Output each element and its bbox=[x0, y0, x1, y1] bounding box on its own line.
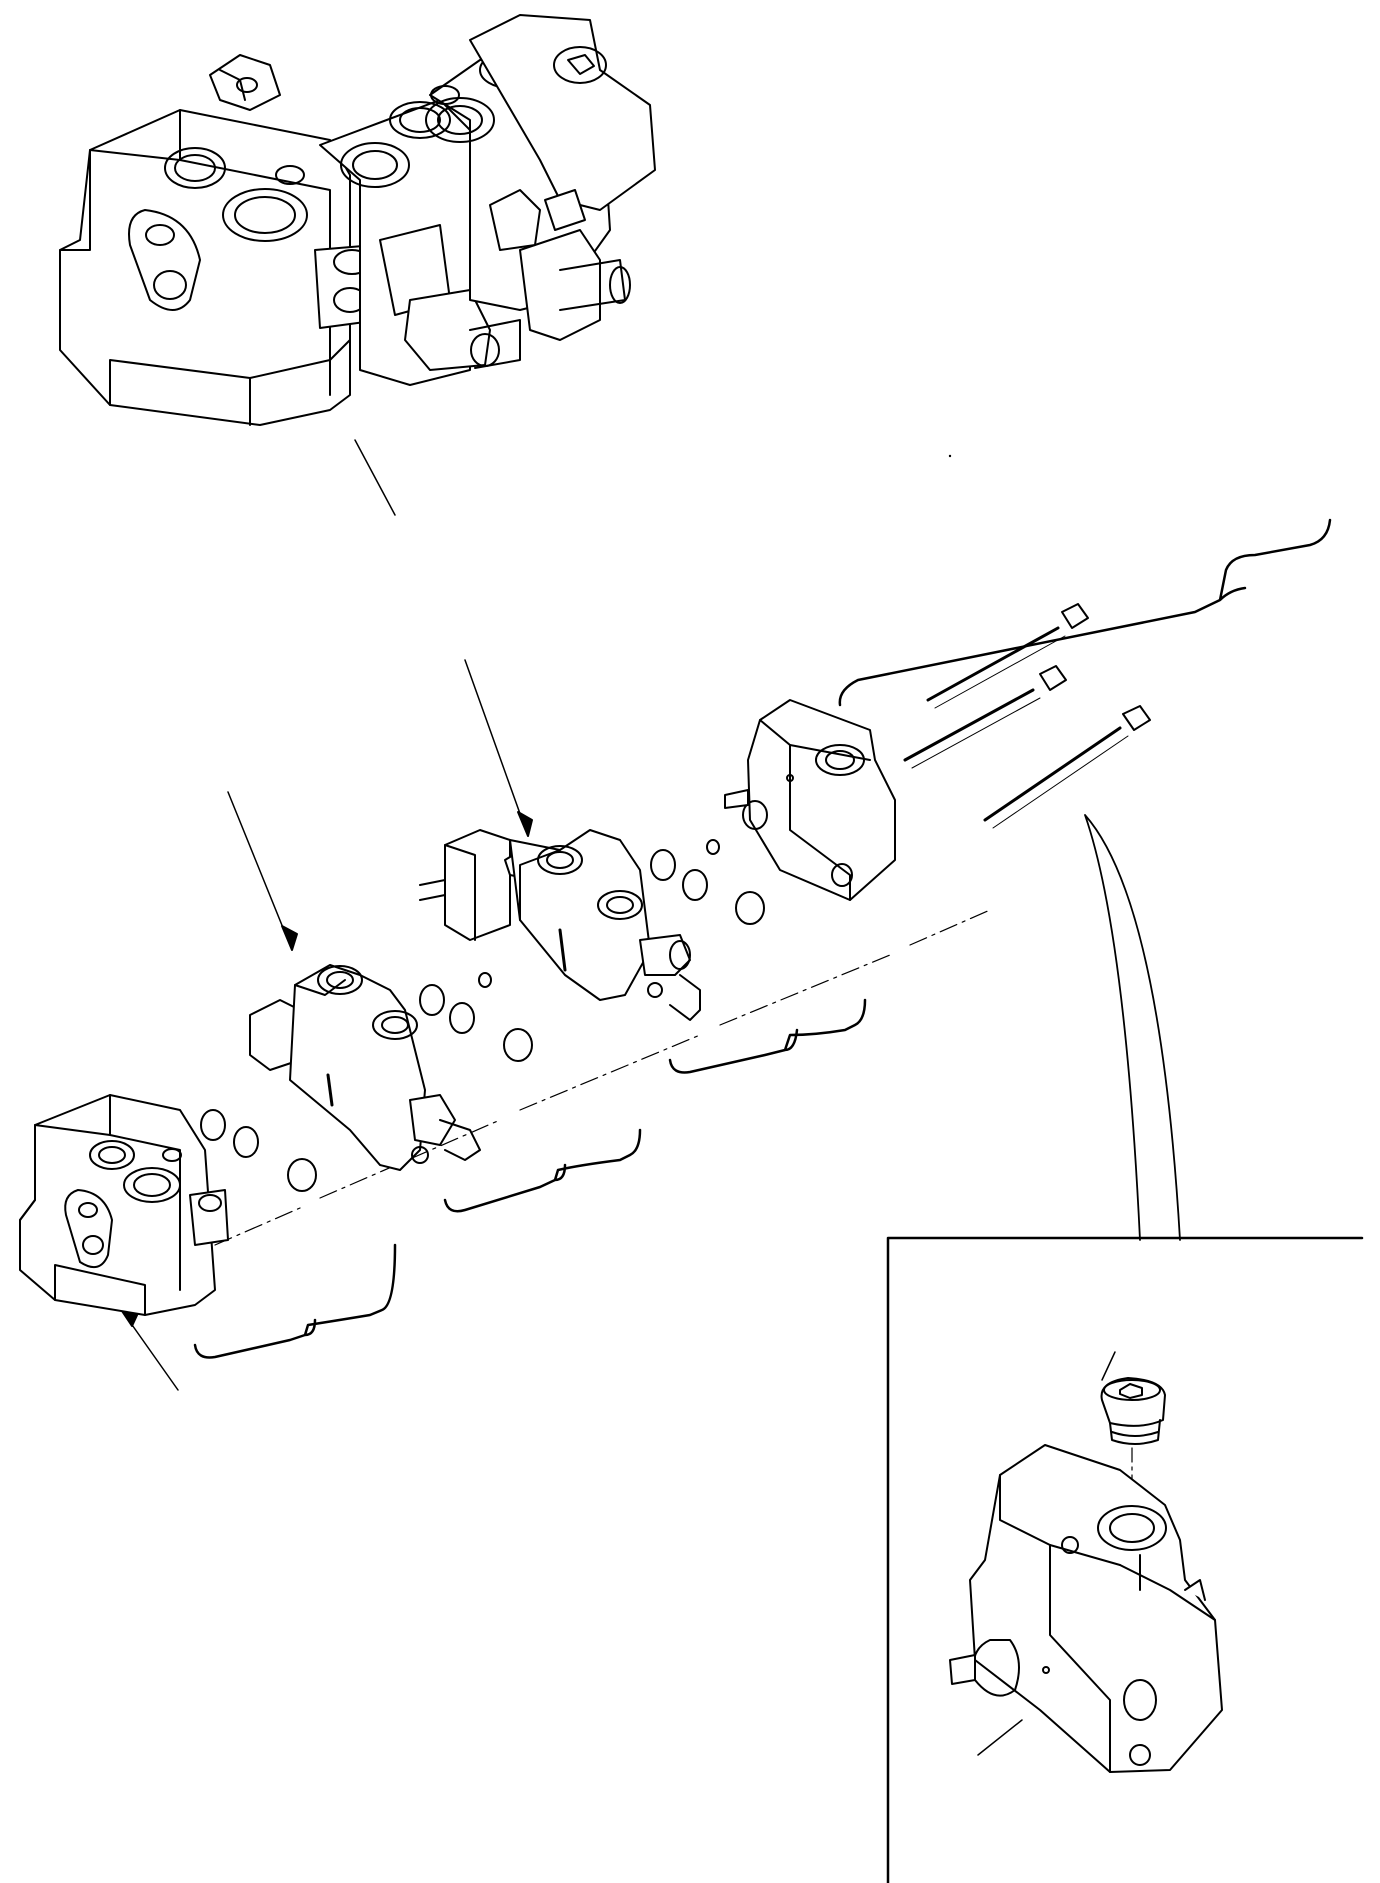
tie-rods-brace bbox=[840, 520, 1330, 705]
inset-frame bbox=[888, 1238, 1362, 1883]
end-cover-exploded bbox=[725, 700, 895, 900]
inlet-section-exploded bbox=[20, 1095, 228, 1315]
inlet-section-brace bbox=[195, 1245, 395, 1358]
assembly-axis-line bbox=[215, 910, 990, 1245]
assembled-valve-bank bbox=[60, 15, 655, 515]
o-rings-1 bbox=[201, 1110, 316, 1191]
spool-section-2-exploded bbox=[420, 830, 700, 1020]
tie-rods bbox=[905, 604, 1150, 828]
o-rings-3 bbox=[651, 840, 764, 924]
leader-spool-1 bbox=[228, 792, 292, 950]
inset-callout bbox=[1085, 815, 1180, 1240]
spool-section-1-brace bbox=[445, 1130, 640, 1211]
leader-spool-2 bbox=[465, 660, 528, 836]
end-cover-plug-inset bbox=[888, 1238, 1362, 1883]
o-rings-2 bbox=[420, 973, 532, 1061]
spool-section-2-brace bbox=[670, 1000, 865, 1073]
spool-section-1-exploded bbox=[250, 965, 480, 1170]
